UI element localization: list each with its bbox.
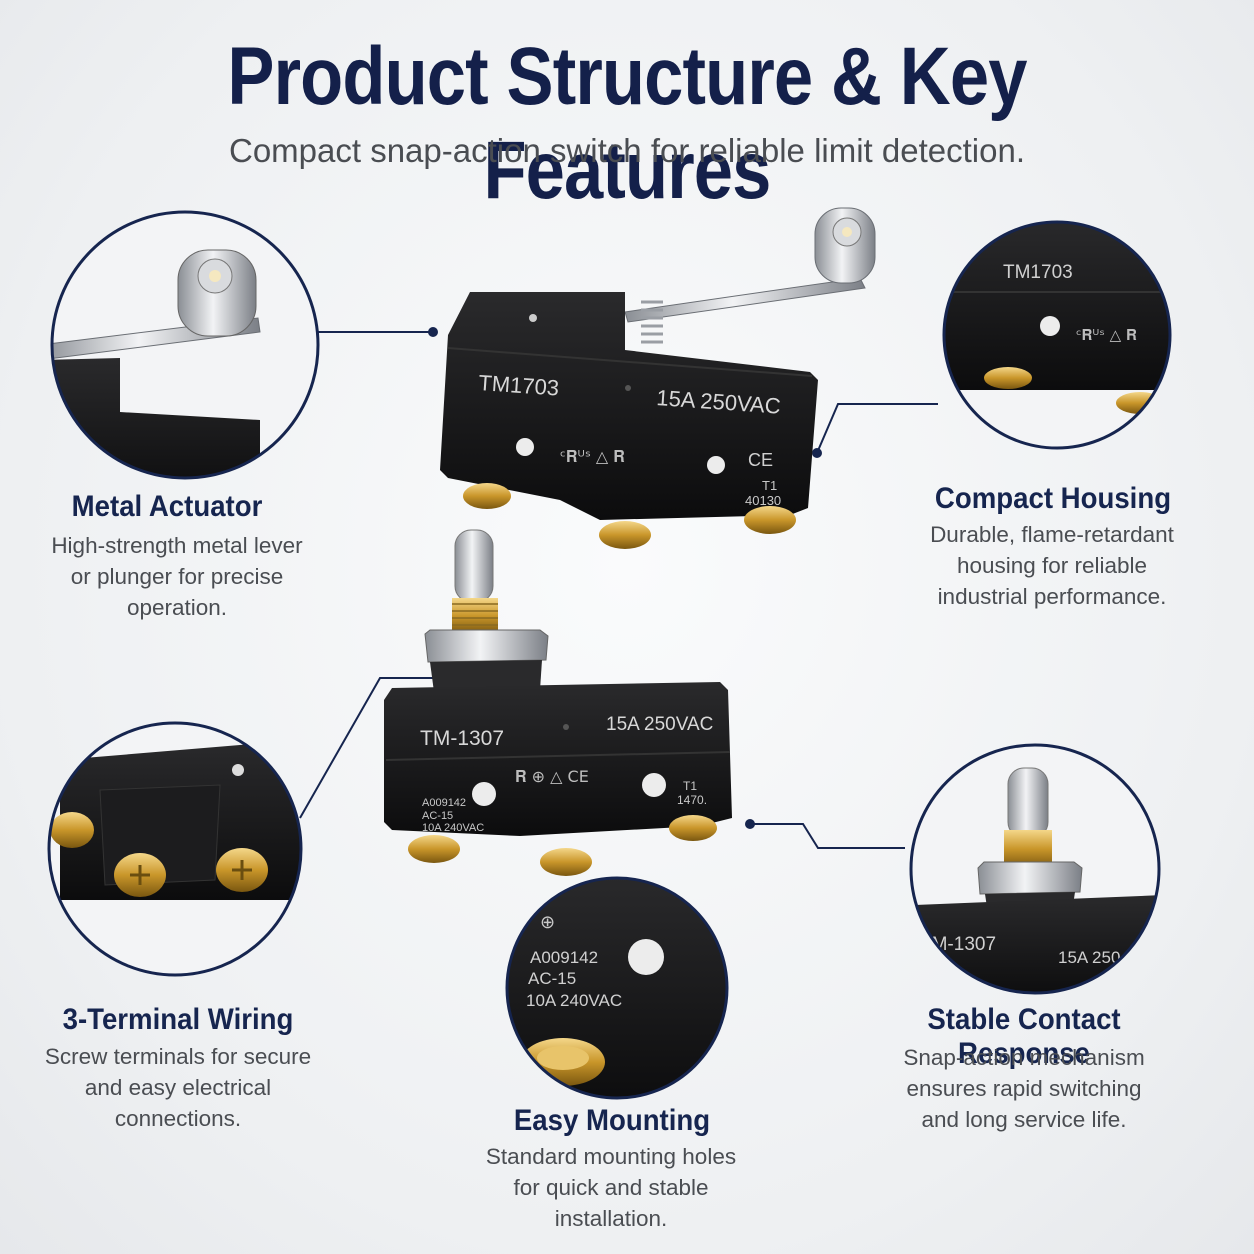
switch-bottom-rating: 15A 250VAC bbox=[606, 714, 713, 735]
switch-top-model: TM1703 bbox=[478, 370, 560, 401]
switch-top-lever-roller: TM1703 15A 250VAC CE T1 40130 ᶜ𝐑ᵁˢ △ 𝐑 bbox=[440, 207, 876, 549]
feature-desc-contact-response: Snap-action mechanism ensures rapid swit… bbox=[864, 1042, 1184, 1135]
feature-desc-line: ensures rapid switching bbox=[906, 1076, 1142, 1101]
feature-desc-line: Standard mounting holes bbox=[485, 1144, 737, 1169]
feature-desc-line: Snap-action mechanism bbox=[903, 1045, 1145, 1070]
zoom-mounting-line1: A009142 bbox=[530, 948, 598, 967]
feature-title-metal-actuator: Metal Actuator bbox=[71, 490, 263, 523]
switch-top-terminals bbox=[463, 483, 796, 549]
switch-top-code-t: T1 bbox=[762, 478, 777, 493]
switch-bottom-cert2: AC-15 bbox=[422, 810, 453, 822]
switch-bottom-cert1: A009142 bbox=[422, 797, 466, 809]
feature-desc-line: for quick and stable bbox=[513, 1175, 709, 1200]
feature-title-contact-response: Stable Contact Response bbox=[927, 1003, 1121, 1070]
switch-bottom-cert-marks: 𝐑 ⊕ △ CE bbox=[515, 767, 589, 786]
switch-top-ce: CE bbox=[748, 450, 773, 470]
feature-desc-line: High-strength metal lever bbox=[51, 533, 303, 558]
feature-desc-line: connections. bbox=[114, 1106, 242, 1131]
feature-desc-line: operation. bbox=[126, 595, 228, 620]
feature-desc-line: or plunger for precise bbox=[70, 564, 284, 589]
feature-desc-compact-housing: Durable, flame-retardant housing for rel… bbox=[892, 519, 1212, 612]
feature-desc-line: and easy electrical bbox=[84, 1075, 272, 1100]
feature-desc-line: and long service life. bbox=[921, 1107, 1127, 1132]
feature-desc-line: Durable, flame-retardant bbox=[930, 522, 1174, 547]
zoom-terminal-wiring bbox=[47, 721, 303, 977]
feature-desc-terminal-wiring: Screw terminals for secure and easy elec… bbox=[18, 1041, 338, 1134]
connector-dot-contact bbox=[745, 819, 755, 829]
feature-desc-line: installation. bbox=[554, 1206, 668, 1231]
connector-dot-actuator bbox=[428, 327, 438, 337]
connector-dot-housing bbox=[812, 448, 822, 458]
feature-desc-easy-mounting: Standard mounting holes for quick and st… bbox=[451, 1141, 771, 1234]
zoom-housing-cert-marks: ᶜ𝐑ᵁˢ △ 𝐑 bbox=[1076, 326, 1137, 344]
switch-bottom-model: TM-1307 bbox=[420, 727, 504, 750]
connector-lines bbox=[299, 331, 938, 849]
zoom-housing-model: TM1703 bbox=[1003, 262, 1073, 283]
feature-desc-metal-actuator: High-strength metal lever or plunger for… bbox=[17, 530, 337, 623]
feature-title-compact-housing: Compact Housing bbox=[934, 482, 1172, 515]
zoom-contact-rating: 15A 250 bbox=[1058, 948, 1120, 967]
switch-bottom-terminals bbox=[408, 815, 717, 876]
feature-title-easy-mounting: Easy Mounting bbox=[513, 1104, 711, 1137]
feature-desc-line: housing for reliable bbox=[956, 553, 1148, 578]
zoom-mounting-line3: 10A 240VAC bbox=[526, 991, 622, 1010]
switch-bottom-plunger: TM-1307 15A 250VAC A009142 AC-15 10A 240… bbox=[384, 529, 732, 876]
zoom-contact-response: TM-1307 15A 250 bbox=[909, 743, 1161, 995]
zoom-metal-actuator bbox=[50, 210, 320, 480]
switch-top-cert-marks: ᶜ𝐑ᵁˢ △ 𝐑 bbox=[560, 447, 625, 466]
page-subtitle: Compact snap-action switch for reliable … bbox=[228, 132, 1025, 169]
zoom-mounting-line2: AC-15 bbox=[528, 969, 576, 988]
zoom-easy-mounting: ⊕ A009142 AC-15 10A 240VAC bbox=[505, 876, 729, 1100]
switch-bottom-code-t: T1 bbox=[683, 779, 697, 793]
switch-bottom-code-n: 1470. bbox=[677, 793, 707, 807]
feature-desc-line: Screw terminals for secure bbox=[44, 1044, 312, 1069]
switch-top-code-n: 40130 bbox=[745, 493, 781, 508]
zoom-compact-housing: TM1703 ᶜ𝐑ᵁˢ △ 𝐑 bbox=[942, 220, 1172, 450]
feature-desc-line: industrial performance. bbox=[937, 584, 1167, 609]
feature-title-terminal-wiring: 3-Terminal Wiring bbox=[62, 1003, 294, 1036]
page-title: Product Structure & Key Features bbox=[227, 31, 1027, 216]
zoom-mounting-ccc: ⊕ bbox=[540, 912, 555, 933]
switch-bottom-cert3: 10A 240VAC bbox=[422, 822, 484, 834]
